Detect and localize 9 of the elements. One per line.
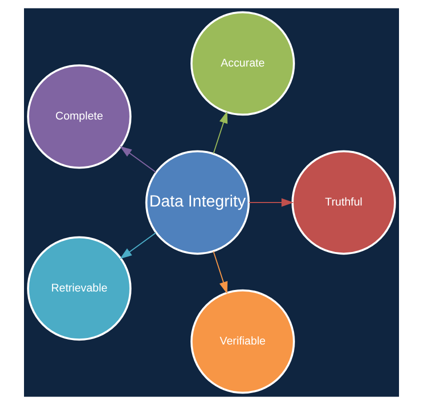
node-circle: Data Integrity [144,150,250,255]
arrow [119,146,156,173]
arrow [212,251,228,294]
arrow [119,232,156,260]
node-circle: Truthful [291,150,396,255]
node-circle: Accurate [190,11,294,116]
arrow [212,111,228,154]
arrow [248,198,294,207]
node-circle: Verifiable [190,289,294,394]
